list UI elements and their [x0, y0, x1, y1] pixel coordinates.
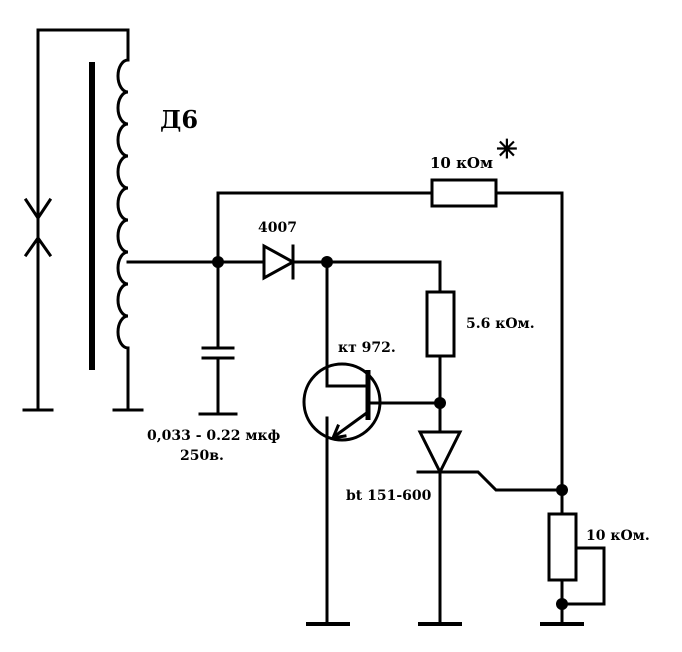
junction-dot — [434, 397, 446, 409]
resistor-mid-label: 5.6 кОм. — [466, 316, 535, 332]
resistor-bottom — [540, 488, 606, 626]
resistor-top — [216, 178, 564, 492]
transformer-label: Д6 — [160, 105, 198, 134]
resistor-top-label: 10 кОм — [430, 154, 493, 172]
arrow-loop — [22, 28, 130, 412]
transformer-coil — [116, 58, 130, 350]
transistor-label: кт 972. — [338, 340, 396, 356]
capacitor — [198, 260, 238, 416]
diode-label: 4007 — [258, 220, 297, 236]
capacitor-voltage-label: 250в. — [180, 448, 224, 464]
junction-dot — [556, 598, 568, 610]
capacitor-value-label: 0,033 - 0.22 мкф — [147, 428, 281, 444]
thyristor — [416, 430, 564, 626]
resistor-mid — [425, 260, 456, 434]
transistor — [302, 260, 442, 626]
junction-dot — [212, 256, 224, 268]
junction-dot — [556, 484, 568, 496]
thyristor-label: bt 151-600 — [346, 488, 432, 504]
junction-dot — [321, 256, 333, 268]
diode — [216, 243, 442, 281]
asterisk-mark: ✳ — [496, 135, 518, 165]
resistor-bottom-label: 10 кОм. — [586, 528, 650, 544]
